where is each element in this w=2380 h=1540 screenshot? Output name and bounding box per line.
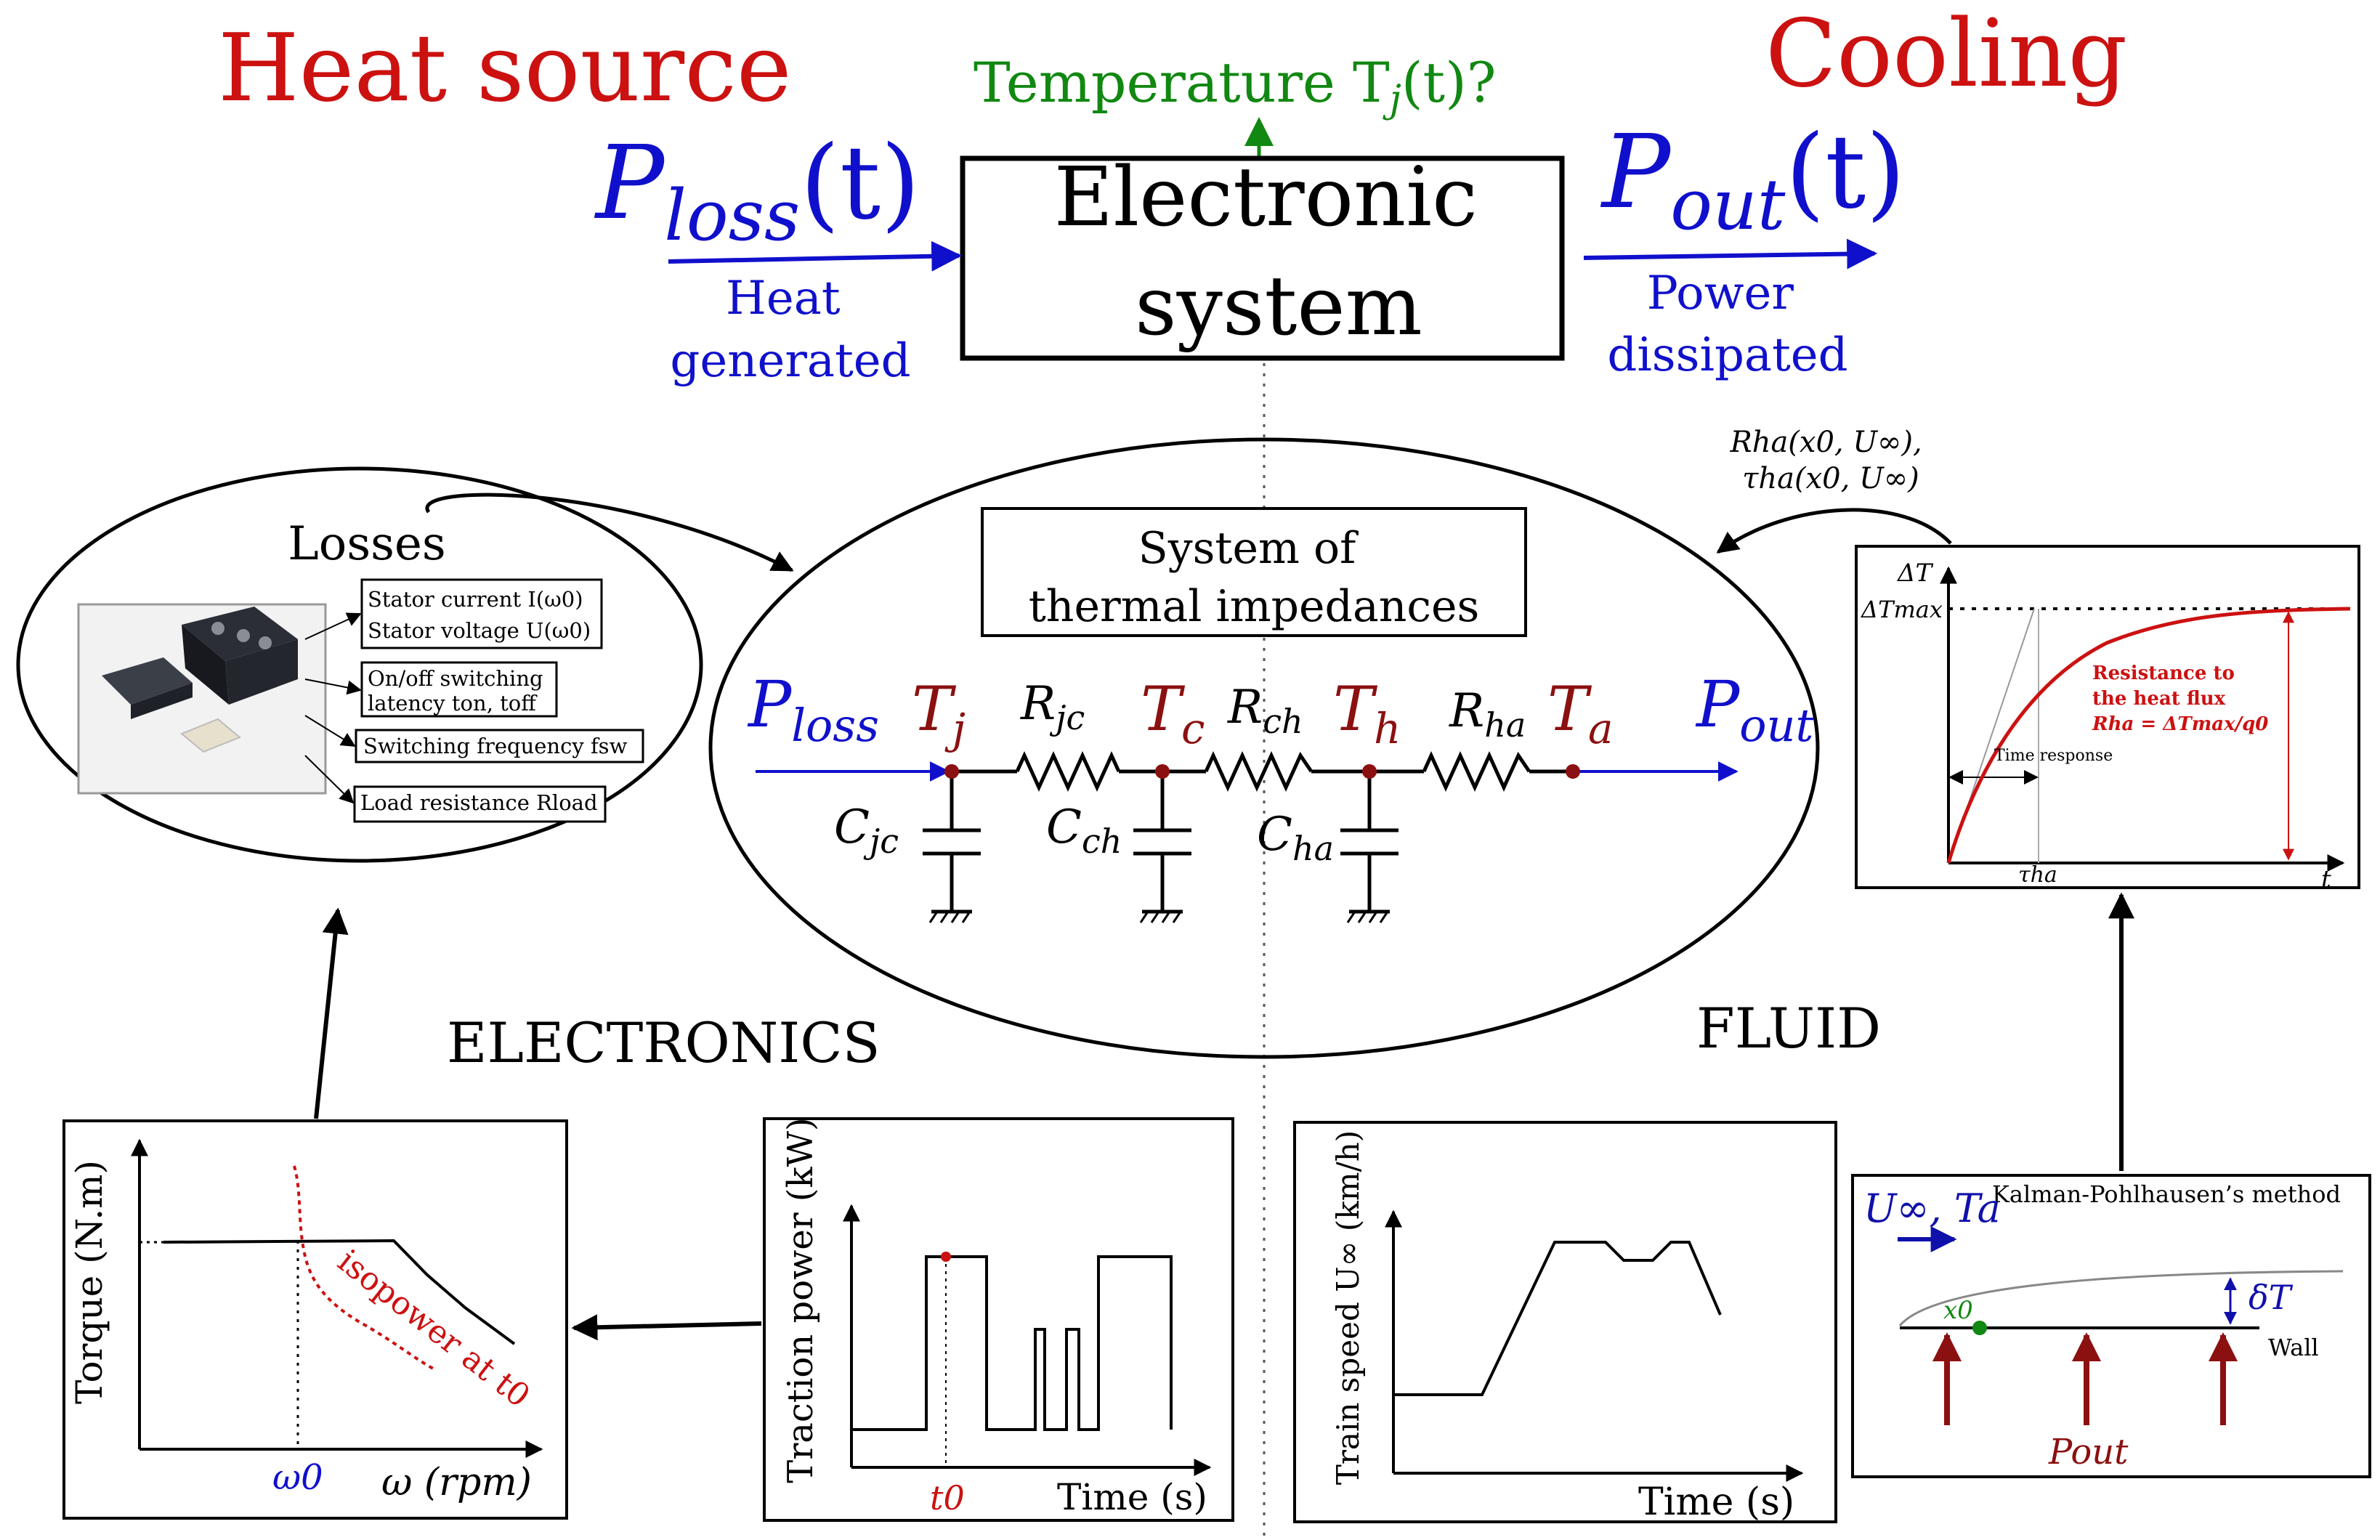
pout-header-arrow (1583, 238, 1878, 270)
traction-ylabel: Traction power (kW) (780, 1117, 821, 1483)
thermal-title: System of thermal impedances (1029, 523, 1480, 632)
losses-title: Losses (288, 517, 445, 571)
svg-text:On/off switching latency: On/off switching latency ton, toff (368, 666, 550, 716)
ploss-header-arrow (668, 240, 963, 272)
node-th-label: Th (1333, 673, 1401, 753)
time-response-t-label: t (2321, 865, 2331, 894)
delta-t-axis-label: ΔT (1896, 559, 1934, 588)
torque-plot (62, 1119, 568, 1520)
delta-t-max-label: ΔTmax (1860, 596, 1943, 623)
capacitor-cch-label: Cch (1046, 801, 1122, 861)
time-response-plot (1855, 545, 2360, 889)
resistor-rjc-label: Rjc (1020, 677, 1085, 737)
svg-text:Load resistance Rload: Load resistance Rload (360, 790, 598, 815)
electronic-system-box (960, 155, 1565, 361)
tau-ha-label: τha (2018, 862, 2057, 888)
thermal-title-box (981, 507, 1527, 637)
torque-xlabel: ω (rpm) (381, 1461, 532, 1504)
kalman-title: Kalman-Pohlhausen’s method (1992, 1180, 2341, 1208)
x0-label: x0 (1943, 1296, 1973, 1325)
resistance-annotation: Resistance to the heat flux Rha = ΔTmax/… (2092, 662, 2268, 735)
electronic-system-label: Electronic system (1054, 150, 1504, 354)
svg-text:Switching frequency fsw: Switching frequency fsw (363, 734, 628, 758)
heat-generated-label: Heat generated (670, 272, 910, 388)
traction-plot (763, 1117, 1234, 1522)
heat-source-title: Heat source (218, 15, 792, 123)
losses-item-stator: Stator current I(ω0) Stator voltage U(ω0… (360, 578, 603, 649)
node-tc-label: Tc (1141, 673, 1205, 753)
temperature-question: Temperature Tj(t)? (974, 50, 1496, 121)
svg-text:Stator current I(ω0) Sta: Stator current I(ω0) Stator voltage U(ω0… (368, 587, 591, 643)
speed-xlabel: Time (s) (1638, 1480, 1794, 1524)
torque-ylabel: Torque (N.m) (68, 1160, 110, 1404)
node-tj-label: Tj (912, 673, 966, 753)
capacitor-cjc-label: Cjc (834, 801, 899, 861)
speed-plot (1293, 1121, 1837, 1523)
resistor-rha-label: Rha (1449, 684, 1526, 745)
ploss-header: Ploss(t) (594, 124, 920, 256)
pout-header: Pout(t) (1600, 113, 1906, 246)
capacitor-cha-label: Cha (1257, 808, 1334, 868)
pout-kalman-label: Pout (2048, 1432, 2129, 1472)
wall-label: Wall (2268, 1334, 2319, 1361)
losses-ellipse (16, 466, 703, 863)
time-response-label: Time response (1994, 747, 2113, 765)
torque-to-losses-arrow (314, 907, 349, 1119)
thermal-circuit (923, 750, 1569, 923)
losses-item-load-resistance: Load resistance Rload (353, 785, 607, 823)
t0-label: t0 (930, 1478, 965, 1517)
losses-item-switching-frequency: Switching frequency fsw (355, 729, 644, 763)
losses-item-switching-latency: On/off switching latency ton, toff (360, 661, 558, 718)
kalman-plot (1851, 1174, 2371, 1478)
fluid-label: FLUID (1696, 996, 1881, 1061)
power-dissipated-label: Power dissipated (1607, 267, 1847, 382)
traction-to-torque-arrow (571, 1314, 762, 1341)
rha-tau-label: Rha(x0, U∞), τha(x0, U∞) (1730, 426, 1932, 495)
electronics-label: ELECTRONICS (447, 1010, 881, 1075)
speed-ylabel: Train speed U∞ (km/h) (1330, 1130, 1366, 1485)
omega0-label: ω0 (272, 1457, 323, 1498)
delta-t-label: δT (2249, 1278, 2294, 1317)
resistor-rch-label: Rch (1227, 681, 1303, 741)
fluid-to-thermal-arrow (1716, 508, 1952, 554)
ploss-circuit-label: Ploss (747, 667, 879, 752)
circuit-nodes (944, 764, 1580, 779)
cooling-title: Cooling (1765, 0, 2127, 108)
traction-xlabel: Time (s) (1057, 1476, 1207, 1518)
pout-circuit-label: Pout (1695, 667, 1813, 752)
losses-connectors (304, 612, 362, 804)
thermal-ellipse (708, 437, 1820, 1059)
flow-label: U∞, Ta (1863, 1186, 2001, 1231)
igbt-module-photo (77, 603, 327, 795)
node-ta-label: Ta (1547, 673, 1614, 753)
losses-to-thermal-arrow (425, 493, 794, 572)
